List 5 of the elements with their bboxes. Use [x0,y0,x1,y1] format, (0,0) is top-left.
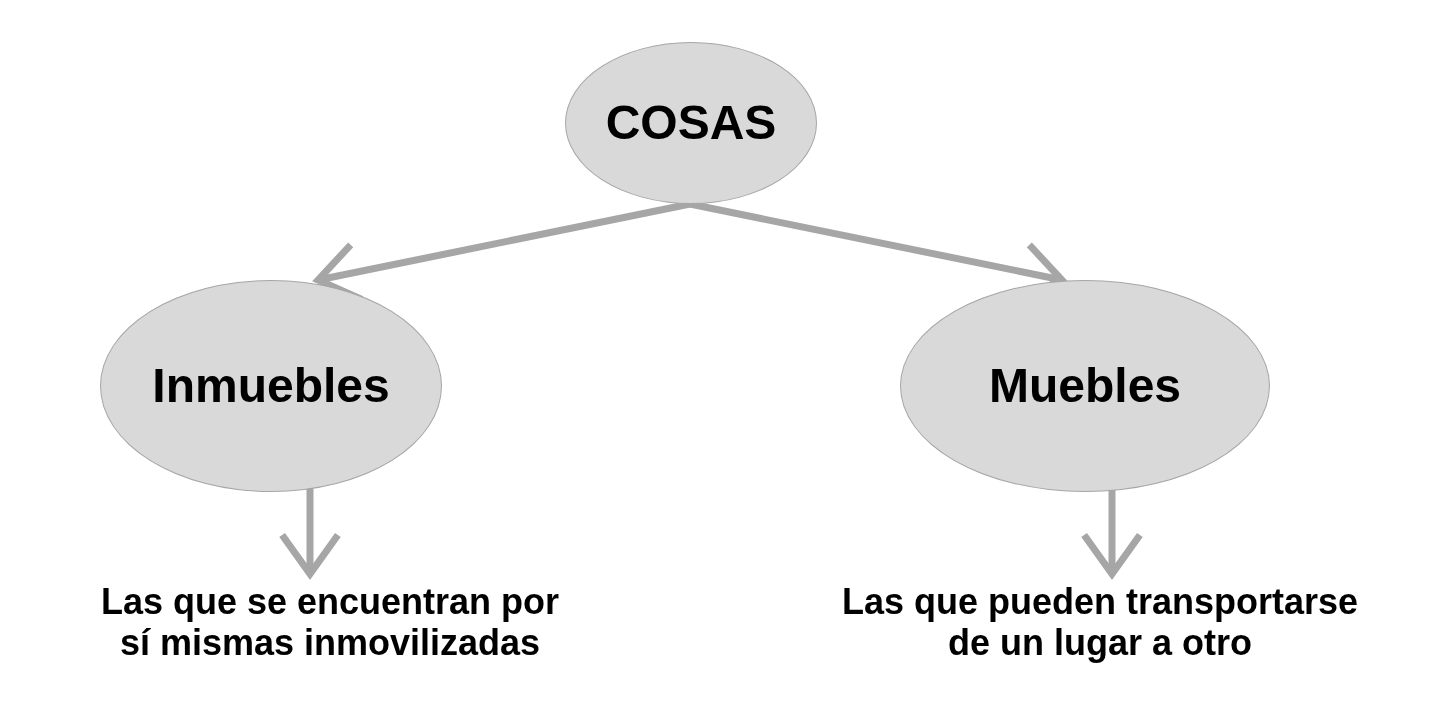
description-text: Las que pueden transportarse de un lugar a otro [840,580,1360,664]
node-label: Muebles [988,358,1181,414]
node-label: Inmuebles [152,358,390,414]
node-label: COSAS [605,95,777,151]
description-text: Las que se encuentran por sí mismas inmovilizadas [99,580,561,664]
